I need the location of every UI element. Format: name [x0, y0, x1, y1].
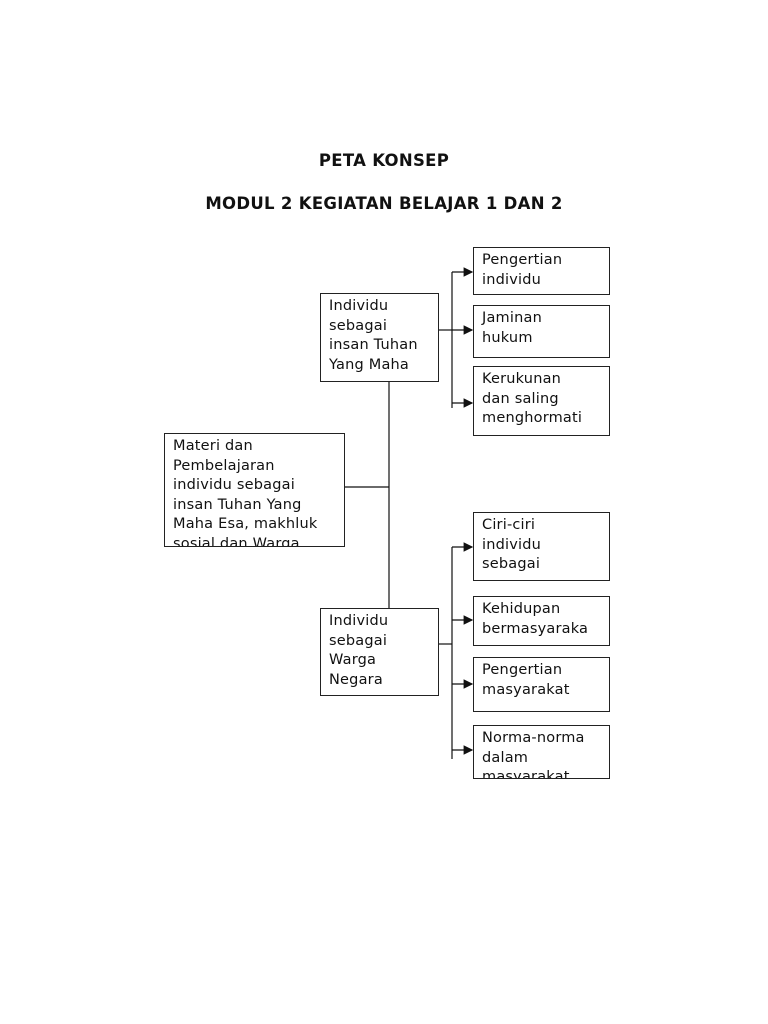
leaf-box: Ciri-ciri individu sebagai [473, 512, 610, 581]
branch-box-insan-tuhan: Individu sebagai insan Tuhan Yang Maha [320, 293, 439, 382]
text-line: Warga [329, 652, 377, 669]
root-concept-box: Materi dan Pembelajaran individu sebagai… [164, 433, 345, 547]
leaf-box: Jaminan hukum [473, 305, 610, 358]
text-line: Individu [329, 298, 389, 314]
text-line: Kehidupan [482, 601, 561, 617]
text-line: Pengertian [482, 662, 563, 678]
page-subtitle: MODUL 2 KEGIATAN BELAJAR 1 DAN 2 [205, 194, 563, 213]
text-line: Negara [329, 671, 383, 688]
text-line: sebagai [329, 317, 388, 334]
page-title: PETA KONSEP [318, 151, 450, 170]
text-line: masyarakat [482, 681, 570, 698]
text-line: Yang Maha [329, 356, 410, 373]
text-line: Individu [329, 613, 389, 629]
text-line: individu sebagai [173, 477, 295, 494]
text-line: masyarakat [482, 769, 570, 779]
text-line: hukum [482, 329, 533, 346]
text-line: Maha Esa, makhluk [173, 516, 318, 533]
leaf-box: Pengertian masyarakat [473, 657, 610, 712]
text-line: dan saling [482, 390, 559, 407]
leaf-box: Kerukunan dan saling menghormati [473, 366, 610, 436]
text-line: menghormati [482, 410, 583, 427]
leaf-box: Norma-norma dalam masyarakat [473, 725, 610, 779]
text-line: Kerukunan [482, 371, 562, 387]
text-line: Norma-norma [482, 730, 585, 746]
text-line: individu [482, 536, 542, 553]
text-line: sebagai [329, 632, 388, 649]
text-line: Pengertian [482, 252, 563, 268]
text-line: sebagai [482, 556, 541, 573]
text-line: dalam [482, 749, 529, 766]
text-line: Pembelajaran [173, 457, 275, 474]
text-line: insan Tuhan [329, 337, 418, 354]
text-line: sosial dan Warga [173, 535, 300, 547]
text-line: Jaminan [482, 310, 542, 326]
text-line: Materi dan [173, 438, 253, 454]
text-line: bermasyaraka [482, 620, 589, 637]
leaf-box: Pengertian individu [473, 247, 610, 295]
text-line: insan Tuhan Yang [173, 496, 302, 513]
text-line: individu [482, 271, 542, 288]
text-line: Ciri-ciri [482, 517, 536, 533]
branch-box-warga-negara: Individu sebagai Warga Negara [320, 608, 439, 696]
leaf-box: Kehidupan bermasyaraka [473, 596, 610, 646]
